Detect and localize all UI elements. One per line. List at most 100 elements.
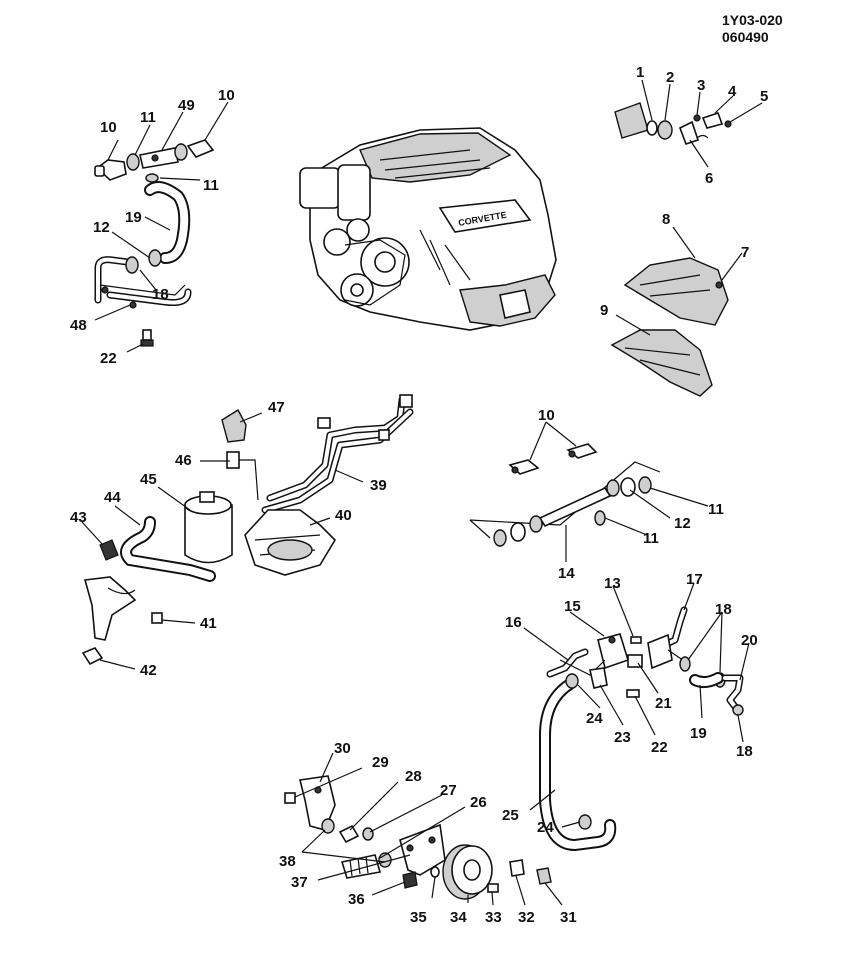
callout-10-left: 10 [100,119,117,136]
fitting-28 [338,824,360,844]
callout-36: 36 [348,891,365,908]
callout-33: 33 [485,909,502,926]
callout-17: 17 [686,571,703,588]
callout-30: 30 [334,740,351,757]
callout-6: 6 [705,170,713,187]
callout-44: 44 [104,489,121,506]
air-pump-34 [442,844,493,900]
callout-11-top: 11 [140,109,156,126]
check-valve-10b [566,443,598,459]
callout-12-left: 12 [93,219,110,236]
hose-26 [340,854,382,879]
clamp-38-a [321,818,335,834]
callout-2: 2 [666,69,674,86]
callout-26: 26 [470,794,487,811]
callout-7: 7 [741,244,749,261]
clamp-12-left [148,249,162,267]
callout-18-left: 18 [152,286,169,303]
pipe-17 [647,606,691,670]
hose-clamp-11a [126,153,140,171]
hose-clamp-11b [174,143,188,161]
callout-27: 27 [440,782,457,799]
callout-43: 43 [70,509,87,526]
clamp-24-upper [565,673,579,689]
bracket-41 [83,576,163,641]
callout-12-mid: 12 [674,515,691,532]
tee-connector-49 [139,147,179,169]
callout-1: 1 [636,64,644,81]
pipe-16 [546,648,606,678]
callout-22-right: 22 [651,739,668,756]
callout-20: 20 [741,632,758,649]
cap-47 [221,409,247,443]
callout-45: 45 [140,471,157,488]
callout-40: 40 [335,507,352,524]
washer-27 [362,827,374,841]
callout-38: 38 [279,853,296,870]
pipe-14 [493,476,652,547]
callout-49: 49 [178,97,195,114]
clamp-24-lower [578,814,592,830]
gasket-23 [589,667,608,689]
callout-10-top: 10 [218,87,235,104]
callout-11-mid-right: 11 [708,501,724,518]
clamp-43 [99,539,119,561]
callout-21: 21 [655,695,672,712]
callout-34: 34 [450,909,467,926]
callout-10-mid: 10 [538,407,555,424]
callout-15: 15 [564,598,581,615]
callout-22-left: 22 [100,350,117,367]
callout-19-right: 19 [690,725,707,742]
pipe-39 [261,394,414,514]
callout-16: 16 [505,614,522,631]
check-valve-10a [508,459,540,475]
heat-shield-lower [610,329,713,397]
bolt-33 [487,883,499,893]
clip-42 [81,647,104,666]
clip-32 [509,859,525,877]
callout-5: 5 [760,88,768,105]
callout-13: 13 [604,575,621,592]
callout-24-upper: 24 [586,710,603,727]
clamp-18-right-a [679,656,691,672]
callout-4: 4 [728,83,737,100]
callout-41: 41 [200,615,217,632]
bolt-13 [630,636,642,644]
callout-28: 28 [405,768,422,785]
callout-35: 35 [410,909,427,926]
callout-19-left: 19 [125,209,142,226]
washer-35 [430,866,440,878]
callout-47: 47 [268,399,285,416]
callout-37: 37 [291,874,308,891]
callout-24-lower: 24 [537,819,554,836]
bracket-46 [226,451,259,501]
bolt-22-right [626,689,640,698]
callout-11-mid: 11 [643,530,659,547]
callout-3: 3 [697,77,705,94]
pipe-20 [721,674,744,712]
callout-29: 29 [372,754,389,771]
diagram-code-line1: 1Y03-020 [722,12,783,28]
clamp-18-left [125,256,139,274]
hose-25 [539,678,617,852]
hose-44 [120,516,216,582]
callout-39: 39 [370,477,387,494]
nut-36 [402,871,418,889]
callout-23: 23 [614,729,631,746]
hose-19-left [144,181,191,264]
check-valve-assembly [614,102,732,146]
callout-25: 25 [502,807,519,824]
callout-48: 48 [70,317,87,334]
housing-40 [244,509,337,576]
callout-14: 14 [558,565,575,582]
clamp-18-lower [732,704,744,716]
diagram-code-line2: 060490 [722,29,769,45]
check-valve-left [94,159,127,181]
bolt-22-left [140,329,154,347]
heat-shield-upper [623,257,729,326]
nut-30 [284,792,296,804]
callout-8: 8 [662,211,670,228]
callout-11-left: 11 [203,177,219,194]
check-valve-right [186,139,215,158]
